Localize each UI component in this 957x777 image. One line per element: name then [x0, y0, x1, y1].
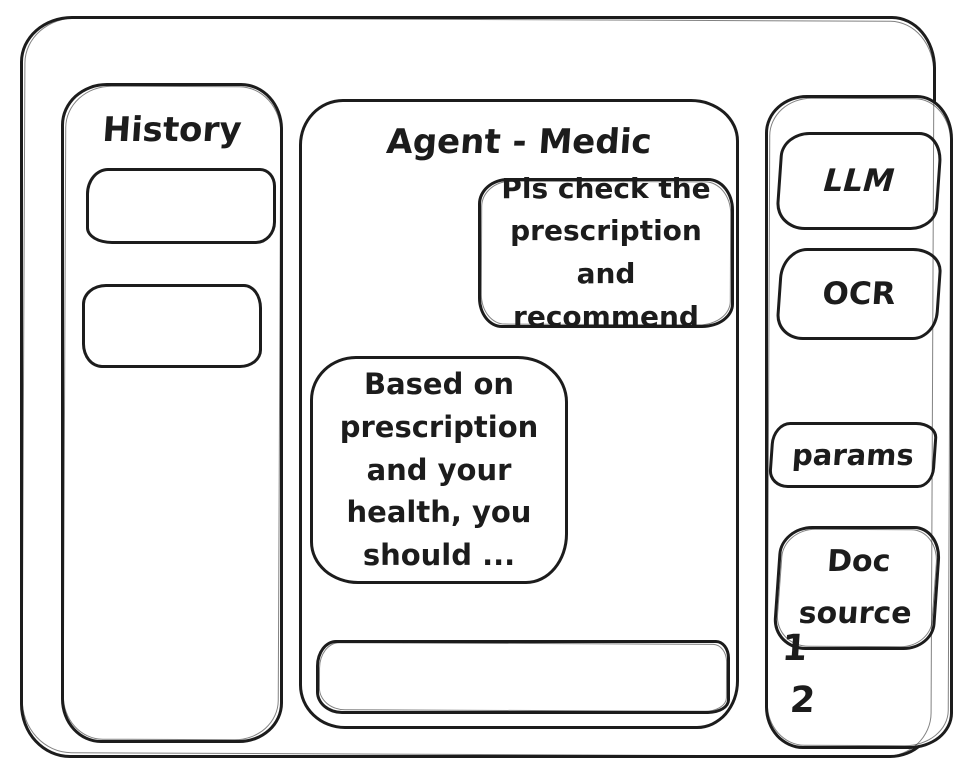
- tools-panel: LLM OCR params Doc source 1 2: [765, 95, 953, 749]
- chat-panel: Agent - Medic Pls check the prescription…: [299, 99, 739, 729]
- message-input[interactable]: [316, 640, 730, 714]
- llm-button[interactable]: LLM: [774, 132, 944, 230]
- history-panel: History: [61, 83, 283, 743]
- history-item[interactable]: [86, 168, 276, 244]
- chat-title: Agent - Medic: [385, 122, 653, 162]
- user-message-bubble: Pls check the prescription and recommend: [478, 172, 734, 333]
- doc-source-item-2[interactable]: 2: [788, 680, 817, 721]
- params-button[interactable]: params: [767, 422, 939, 488]
- app-window: History Agent - Medic Pls check the pres…: [20, 16, 953, 758]
- ocr-button[interactable]: OCR: [774, 248, 944, 340]
- history-item[interactable]: [82, 284, 262, 368]
- assistant-message-bubble: Based on prescription and your health, y…: [310, 356, 568, 584]
- doc-source-item-1[interactable]: 1: [780, 628, 809, 669]
- history-title: History: [101, 110, 243, 150]
